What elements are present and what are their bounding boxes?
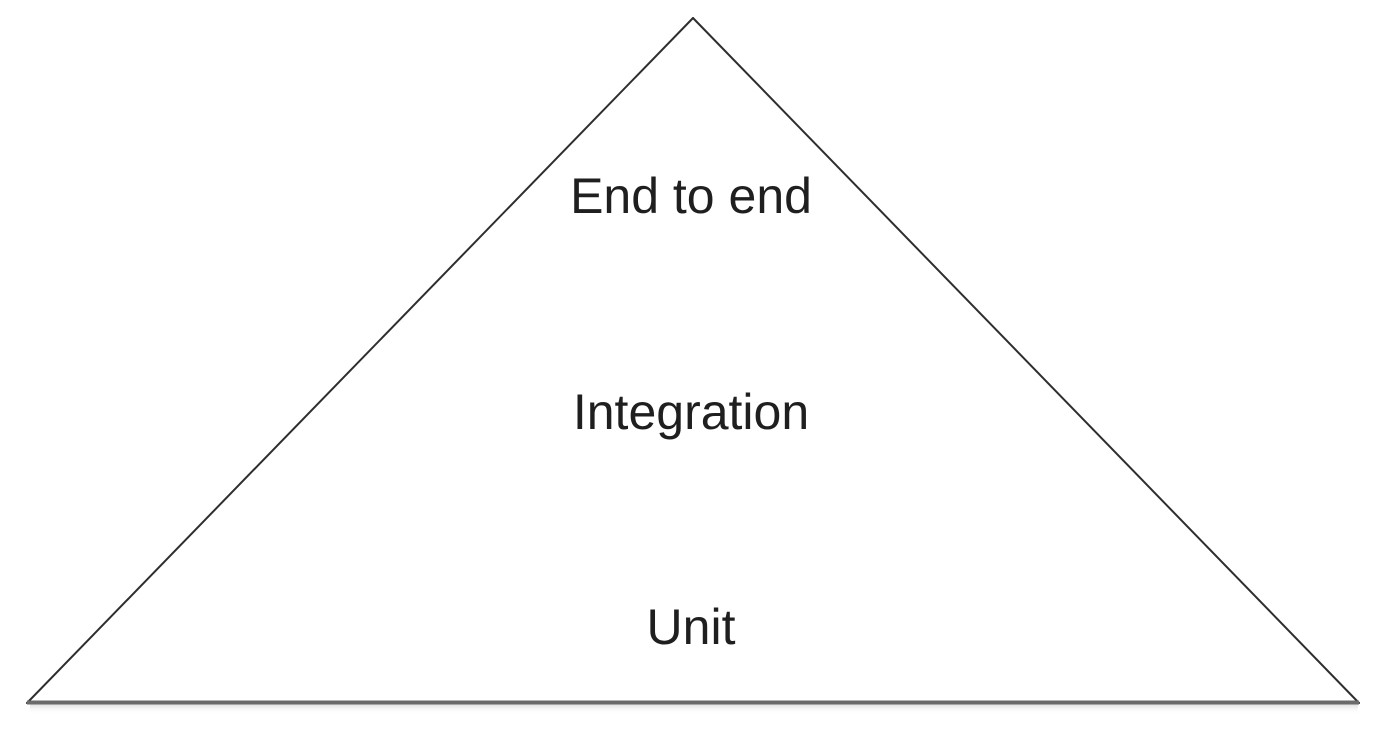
- pyramid-level-end-to-end: End to end: [570, 168, 812, 224]
- pyramid-right-side-line: [692, 17, 1360, 704]
- pyramid-left-side-line: [26, 17, 694, 704]
- pyramid-level-unit: Unit: [646, 599, 736, 655]
- pyramid-level-integration: Integration: [572, 384, 810, 440]
- pyramid-base-shadow: [30, 704, 1358, 714]
